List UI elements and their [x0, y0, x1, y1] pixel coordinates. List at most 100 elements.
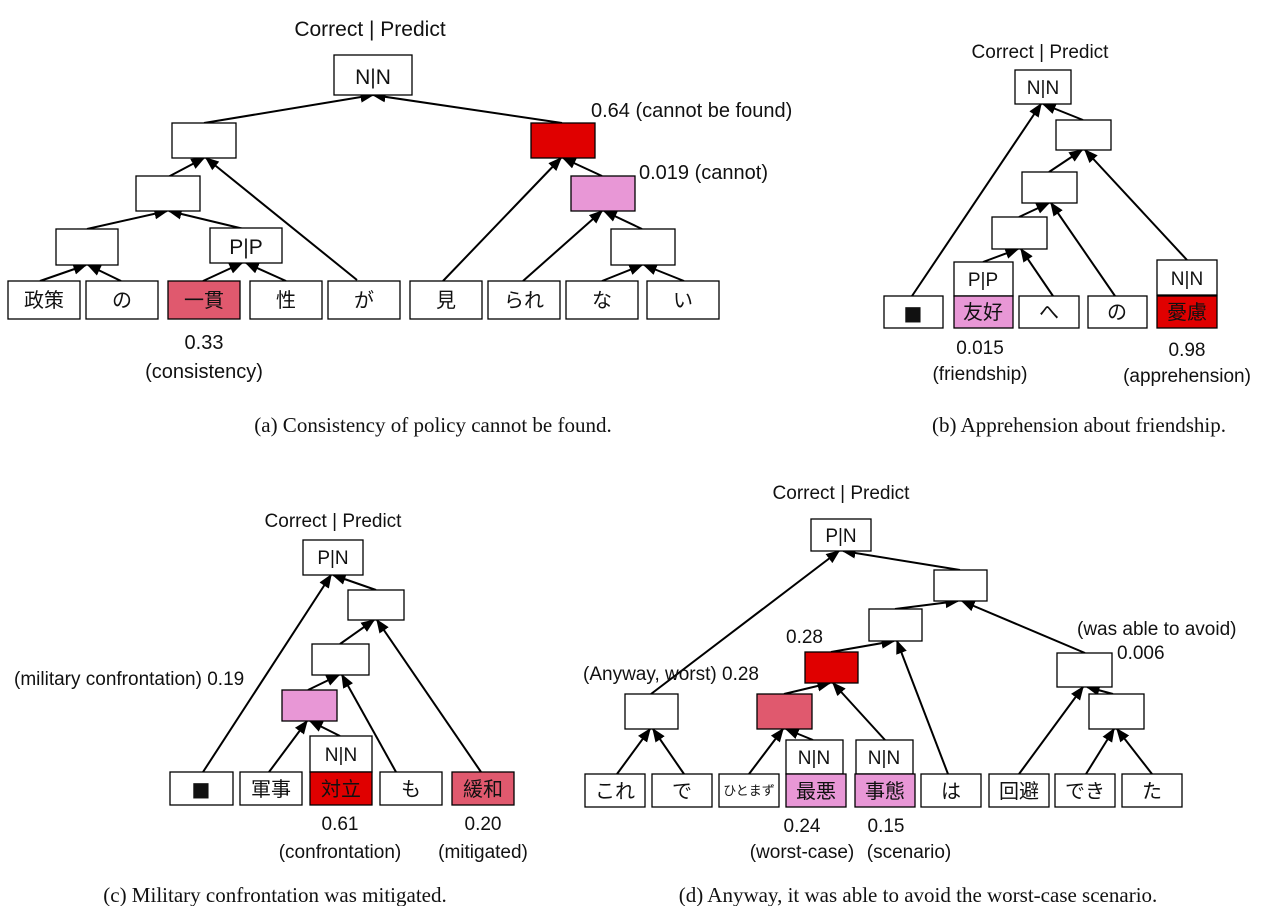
tree-d-word-text: 最悪	[796, 779, 836, 803]
tree-b-word-highlighted	[953, 295, 1014, 329]
tree-a-edges	[39, 91, 685, 282]
tree-b-caption: (b) Apprehension about friendship.	[932, 413, 1226, 437]
tree-d-node	[933, 569, 988, 602]
tree-d-root-node	[810, 518, 872, 552]
tree-a-word-text: 見	[436, 288, 456, 312]
tree-d-word-text: ひとまず	[723, 784, 775, 799]
tree-d-nn-label: N|N	[798, 748, 830, 769]
tree-b-gloss-2: (apprehension)	[1123, 366, 1251, 387]
tree-a-word-text: が	[354, 288, 374, 312]
tree-d-left-annotation: (Anyway, worst) 0.28	[583, 664, 759, 685]
tree-a-caption: (a) Consistency of policy cannot be foun…	[254, 413, 612, 437]
tree-c-gloss-1: (confrontation)	[279, 842, 402, 863]
tree-a-word	[85, 280, 159, 320]
tree-c: Correct | Predict P|N N|N ■ 軍事 対立 も 緩和 (…	[14, 511, 528, 906]
tree-c-word-text: 軍事	[251, 777, 291, 801]
tree-a-word-highlighted	[167, 280, 241, 320]
tree-b-word-text: ■	[904, 301, 923, 325]
tree-a-word	[7, 280, 81, 320]
tree-a-word-score: 0.33	[185, 332, 224, 354]
tree-a-word	[409, 280, 483, 320]
tree-b-word	[1087, 295, 1148, 329]
tree-d-word-text: は	[941, 779, 961, 803]
tree-b-nn-label: N|N	[1171, 269, 1203, 290]
tree-a-word	[646, 280, 720, 320]
tree-a-word	[487, 280, 561, 320]
tree-b-score-2: 0.98	[1169, 340, 1206, 361]
tree-b: Correct | Predict N|N P|P N|N ■ 友好 へ の 憂…	[883, 42, 1251, 437]
tree-a-node	[171, 122, 237, 159]
tree-d-root-label: P|N	[825, 526, 856, 547]
tree-b-header: Correct | Predict	[972, 42, 1110, 63]
tree-a-node-score-1: 0.64 (cannot be found)	[591, 100, 792, 122]
tree-c-word	[379, 771, 443, 806]
tree-d-score-1: 0.24	[784, 816, 821, 837]
tree-d-word-text: 回避	[999, 779, 1039, 803]
tree-d-node-high	[804, 651, 859, 684]
tree-d-nn-label: N|N	[868, 748, 900, 769]
tree-a-word-text: な	[592, 288, 612, 312]
tree-a-node-score-2: 0.019 (cannot)	[639, 162, 768, 184]
tree-c-node-low	[281, 689, 338, 722]
tree-c-word-text: 対立	[321, 777, 361, 801]
tree-a-node	[55, 228, 119, 266]
tree-c-word-text: も	[401, 777, 421, 801]
tree-c-nn-label: N|N	[325, 745, 357, 766]
tree-c-gloss-2: (mitigated)	[438, 842, 528, 863]
tree-a-word-text: い	[673, 288, 693, 312]
tree-b-word-text: 友好	[963, 300, 1003, 324]
tree-c-caption: (c) Military confrontation was mitigated…	[103, 883, 447, 906]
tree-d: Correct | Predict P|N N	[583, 483, 1236, 906]
tree-c-word-text: ■	[192, 777, 211, 801]
tree-c-header: Correct | Predict	[265, 511, 403, 532]
tree-d-word	[718, 773, 780, 808]
tree-b-node	[1055, 119, 1112, 151]
tree-c-root-label: P|N	[317, 548, 348, 569]
tree-d-word	[651, 773, 713, 808]
tree-a-word-text: の	[112, 288, 132, 312]
tree-d-right-score: 0.006	[1117, 643, 1165, 664]
tree-d-node	[624, 693, 679, 730]
tree-d-edges	[616, 547, 1153, 775]
tree-a-root-node	[333, 54, 413, 96]
tree-c-word	[239, 771, 303, 806]
tree-d-word	[920, 773, 982, 808]
tree-b-nn-node	[1156, 259, 1218, 296]
tree-d-word-text: これ	[595, 779, 635, 803]
tree-d-node	[1056, 652, 1113, 688]
tree-a-word	[249, 280, 323, 320]
tree-d-right-annotation: (was able to avoid)	[1077, 619, 1236, 640]
tree-d-word	[1121, 773, 1183, 808]
tree-d-word	[1054, 773, 1116, 808]
tree-a-header: Correct | Predict	[294, 18, 445, 41]
tree-b-node	[1021, 171, 1078, 204]
tree-d-nn-node	[855, 739, 914, 775]
tree-c-root-node	[302, 539, 364, 576]
tree-d-gloss-2: (scenario)	[867, 842, 951, 863]
tree-d-node-annotation: 0.28	[786, 627, 823, 648]
tree-a-node-high	[530, 122, 596, 159]
tree-c-node-annotation: (military confrontation) 0.19	[14, 669, 244, 690]
tree-c-word	[169, 771, 234, 806]
tree-a: Correct | Predict N|N P|P	[7, 18, 792, 437]
tree-b-root-node	[1014, 69, 1072, 105]
tree-a-word-text: 政策	[24, 288, 64, 312]
tree-a-node	[610, 228, 676, 266]
tree-b-node	[991, 216, 1048, 250]
tree-c-nn-node	[309, 735, 373, 773]
tree-b-word-text: の	[1107, 300, 1127, 324]
tree-b-score-1: 0.015	[956, 338, 1004, 359]
tree-b-word-highlighted	[1156, 295, 1218, 329]
tree-d-word-text: 事態	[865, 779, 905, 803]
tree-d-node	[1088, 693, 1145, 730]
tree-d-word-text: で	[672, 779, 692, 803]
tree-b-word-text: 憂慮	[1167, 300, 1207, 324]
tree-d-score-2: 0.15	[868, 816, 905, 837]
tree-c-word-highlighted	[309, 771, 373, 806]
tree-d-gloss-1: (worst-case)	[750, 842, 855, 863]
tree-a-word	[565, 280, 639, 320]
tree-c-score-2: 0.20	[465, 814, 502, 835]
tree-a-word	[327, 280, 401, 320]
tree-d-word-highlighted	[854, 773, 916, 808]
